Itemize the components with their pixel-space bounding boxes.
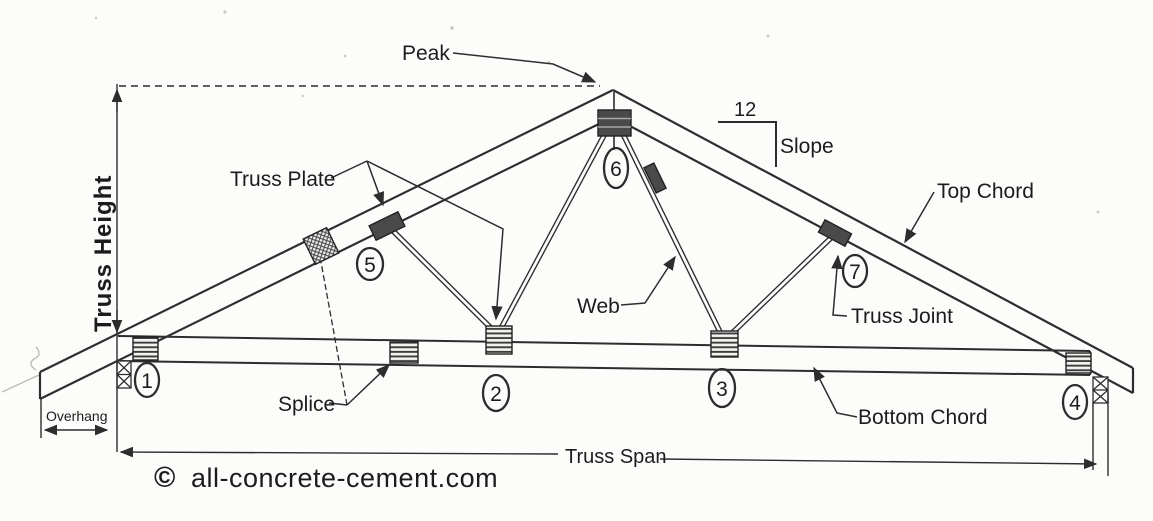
joint-markers: 1 2 3 4 5 6 7 (133, 146, 1089, 421)
joint-circle-1 (133, 361, 161, 399)
callout-leaders (320, 52, 935, 418)
scan-noise (94, 10, 1100, 214)
joint-number-5: 5 (364, 254, 376, 277)
truss-joint-label: Truss Joint (851, 305, 953, 328)
splice-leader-top (320, 261, 348, 406)
bottom-chord-member (117, 335, 1091, 376)
plate-joint3 (710, 330, 739, 358)
truss-plate-leader-a (366, 160, 384, 207)
web-members (384, 126, 836, 340)
watermark-site-text: all-concrete-cement.com (191, 463, 498, 493)
slope-symbol (718, 121, 777, 167)
top-chord-member (38, 89, 1135, 400)
joint-circle-5 (355, 246, 385, 282)
left-bearing (116, 360, 132, 389)
plate-splice-bottom-chord (389, 341, 419, 364)
truss-plates (132, 109, 1092, 374)
joint-number-2: 2 (490, 383, 502, 406)
splice-label: Splice (278, 393, 335, 416)
plate-joint7 (817, 218, 853, 248)
joint-number-6: 6 (610, 158, 622, 181)
splice-leader-bottom (346, 364, 391, 406)
watermark-copyright-icon: © (154, 462, 175, 494)
plate-joint1 (132, 336, 159, 361)
peak-leader (452, 52, 597, 83)
joint-circle-6 (602, 146, 630, 190)
splice-leader-stem (328, 402, 348, 406)
joint-number-1: 1 (141, 370, 153, 393)
joint-number-3: 3 (716, 378, 728, 401)
plate-splice-top-chord (302, 226, 340, 266)
bottom-chord-leader (813, 366, 858, 418)
plate-web (642, 162, 668, 194)
joint-circle-7 (841, 253, 869, 289)
watermark: © all-concrete-cement.com (154, 462, 498, 494)
plate-joint5 (368, 210, 406, 242)
top-chord-label: Top Chord (937, 180, 1034, 203)
right-bearing (1092, 376, 1109, 404)
overhang-label: Overhang (46, 408, 107, 424)
web-label: Web (577, 295, 620, 318)
dimensions (40, 84, 1109, 476)
truss-plate-leader-b (366, 160, 504, 321)
web-leader (620, 255, 676, 306)
slope-rise-value: 12 (734, 99, 756, 121)
labels: Peak Truss Plate Truss Height 12 Slope T… (46, 42, 1034, 468)
top-chord-leader (904, 191, 935, 244)
bearing-supports (116, 360, 1109, 404)
peak-plate (597, 109, 632, 137)
truss-height-label: Truss Height (90, 175, 117, 332)
truss-span-dim-left (119, 446, 559, 458)
joint-number-4: 4 (1069, 392, 1081, 415)
truss-span-label: Truss Span (565, 446, 667, 468)
slope-label: Slope (780, 135, 834, 158)
truss-joint-leader (831, 254, 848, 317)
joint-circle-4 (1061, 383, 1089, 421)
truss-plate-label: Truss Plate (230, 168, 335, 191)
plate-joint4 (1065, 352, 1092, 374)
scan-artifacts (1, 346, 40, 393)
plate-joint2 (485, 325, 513, 355)
truss-span-dim-right (659, 458, 1098, 470)
bottom-chord-label: Bottom Chord (858, 406, 988, 429)
joint-circle-2 (481, 373, 511, 413)
peak-label: Peak (402, 42, 450, 65)
joint-number-7: 7 (849, 261, 861, 284)
truss-plate-leader-stem (330, 160, 368, 179)
joint-circle-3 (707, 367, 737, 409)
